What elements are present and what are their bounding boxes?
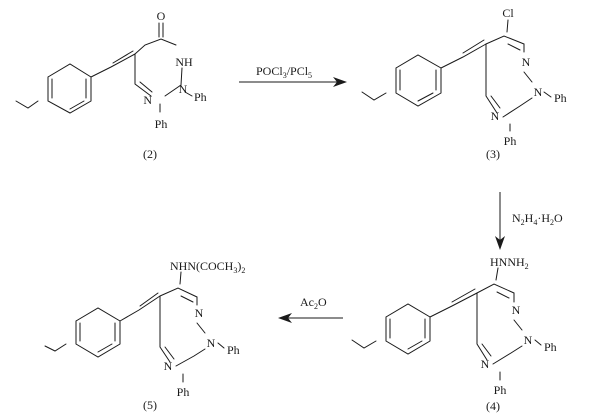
compound-5-c-ph: Ph <box>177 385 190 399</box>
compound-4-bonds <box>351 267 542 381</box>
reaction-arrow-3-to-4: N2H4·H2O <box>495 192 563 250</box>
compound-3: Cl N N N Ph Ph (3) <box>361 6 567 161</box>
compound-4-ring-n2: N <box>524 333 533 347</box>
reagent-acetic-anhydride: Ac2O <box>300 295 327 311</box>
compound-3-ring-n2: N <box>534 85 543 99</box>
compound-5-label: (5) <box>143 398 157 412</box>
compound-5-bonds <box>44 271 225 383</box>
compound-3-cl: Cl <box>502 6 514 20</box>
compound-4: HNNH2 N N N Ph Ph (4) <box>351 255 557 413</box>
compound-3-bonds <box>361 19 552 132</box>
compound-4-hydrazino: HNNH2 <box>490 255 529 271</box>
compound-4-n-ph: Ph <box>544 340 557 354</box>
compound-5-acetylamino: NHN(COCH3)2 <box>170 259 245 275</box>
compound-2: O NH N N Ph Ph (2) <box>15 9 207 161</box>
compound-2-nh: NH <box>175 55 193 69</box>
compound-2-n-ph: Ph <box>194 90 207 104</box>
reagent-pocl3-pcl5: POCl3/PCl5 <box>256 64 312 80</box>
reaction-arrow-4-to-5: Ac2O <box>278 295 343 323</box>
reaction-arrow-2-to-3: POCl3/PCl5 <box>239 64 347 87</box>
compound-3-c-ph: Ph <box>504 134 517 148</box>
compound-4-ring-n1: N <box>512 303 521 317</box>
compound-2-c-ph: Ph <box>155 117 168 131</box>
compound-4-label: (4) <box>486 399 500 413</box>
compound-5: NHN(COCH3)2 N N N Ph Ph (5) <box>44 259 245 412</box>
compound-3-n-ph: Ph <box>554 91 567 105</box>
reagent-hydrazine-hydrate: N2H4·H2O <box>512 211 563 227</box>
compound-4-ring-n3: N <box>481 357 490 371</box>
compound-2-label: (2) <box>143 147 157 161</box>
compound-2-ring-n2: N <box>179 82 188 96</box>
compound-2-ring-n1: N <box>143 93 152 107</box>
compound-5-ring-n3: N <box>164 359 173 373</box>
compound-3-ring-n1: N <box>522 55 531 69</box>
compound-2-bonds <box>15 22 193 114</box>
compound-3-ring-n3: N <box>491 109 500 123</box>
compound-5-n-ph: Ph <box>227 343 240 357</box>
compound-3-label: (3) <box>486 147 500 161</box>
compound-5-ring-n2: N <box>207 336 216 350</box>
compound-4-c-ph: Ph <box>494 383 507 397</box>
compound-5-ring-n1: N <box>195 306 204 320</box>
compound-2-carbonyl-o: O <box>157 9 166 23</box>
